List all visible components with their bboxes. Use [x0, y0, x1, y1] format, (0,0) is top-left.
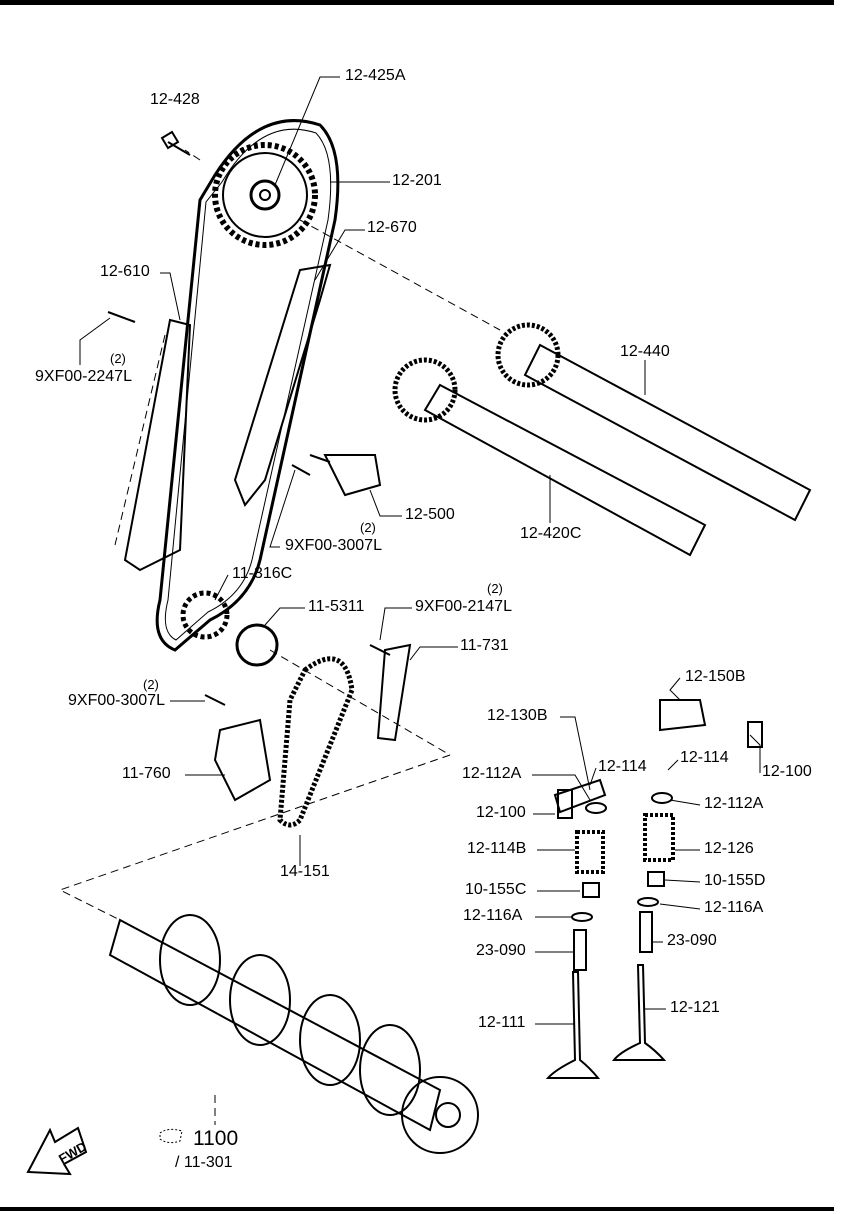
label-12-500: 12-500	[405, 506, 455, 523]
label-12-116A-right: 12-116A	[704, 899, 764, 916]
chain-guide-right	[233, 263, 332, 507]
bolt-icon-1100	[159, 1128, 183, 1144]
label-12-100-left: 12-100	[476, 804, 526, 821]
label-9XF00-2147L: 9XF00-2147L	[415, 598, 512, 615]
label-12-420C: 12-420C	[520, 525, 582, 542]
label-12-130B: 12-130B	[487, 707, 548, 724]
label-9XF00-2247L: 9XF00-2247L	[35, 368, 132, 385]
label-9XF00-3007L-a: 9XF00-3007L	[285, 537, 382, 554]
label-1100: 1100	[193, 1127, 239, 1150]
cam-sprocket	[212, 142, 318, 248]
tensioner-arm-11-731	[376, 643, 412, 742]
label-12-121: 12-121	[670, 999, 720, 1016]
label-12-114-right: 12-114	[680, 749, 729, 766]
label-12-150B: 12-150B	[685, 668, 746, 685]
timing-chain-upper	[155, 119, 340, 652]
label-12-114-left: 12-114	[598, 758, 647, 775]
label-12-201: 12-201	[392, 172, 442, 189]
label-10-155C: 10-155C	[465, 881, 527, 898]
label-12-112A-left: 12-112A	[462, 765, 522, 782]
qty-9XF00-2247L: (2)	[110, 351, 126, 366]
camshaft-12-420C	[392, 357, 707, 557]
tensioner-11-760	[213, 718, 272, 802]
label-12-112A-right: 12-112A	[704, 795, 764, 812]
label-11-5311: 11-5311	[308, 598, 365, 615]
valve-12-111	[545, 971, 601, 1079]
lash-adjuster-12-150B	[659, 699, 707, 732]
valve-guide-right	[639, 911, 653, 953]
label-14-151: 14-151	[280, 863, 330, 880]
lash-12-100-right	[747, 721, 763, 748]
chain-guide-left	[123, 318, 192, 572]
label-11-731: 11-731	[460, 637, 509, 654]
label-12-100-right: 12-100	[762, 763, 812, 780]
tensioner-12-500	[323, 454, 382, 497]
spring-12-114B	[575, 830, 605, 874]
camshaft-12-440	[495, 322, 812, 522]
label-11-316C: 11-316C	[232, 565, 293, 582]
label-23-090-right: 23-090	[667, 932, 717, 949]
label-12-440: 12-440	[620, 343, 670, 360]
top-border	[0, 0, 834, 5]
label-12-428: 12-428	[150, 91, 200, 108]
label-12-610: 12-610	[100, 263, 150, 280]
qty-9XF00-3007L-a: (2)	[360, 520, 376, 535]
fwd-arrow-icon	[26, 1126, 88, 1176]
sprocket-11-5311	[235, 623, 279, 667]
label-12-116A-left: 12-116A	[463, 907, 523, 924]
bolts	[107, 130, 391, 706]
label-12-670: 12-670	[367, 219, 417, 236]
label-10-155D: 10-155D	[704, 872, 766, 889]
label-12-111: 12-111	[478, 1014, 526, 1031]
crankshaft-11-301	[108, 914, 479, 1154]
qty-9XF00-3007L-b: (2)	[143, 677, 159, 692]
label-12-114B: 12-114B	[467, 840, 527, 857]
label-11-301: / 11-301	[175, 1154, 233, 1171]
label-12-425A: 12-425A	[345, 67, 406, 84]
qty-9XF00-2147L: (2)	[487, 581, 503, 596]
valve-12-121	[611, 964, 667, 1061]
bottom-border	[0, 1207, 834, 1211]
label-12-126: 12-126	[704, 840, 754, 857]
label-9XF00-3007L-b: 9XF00-3007L	[68, 692, 165, 709]
sprocket-11-316C	[180, 590, 230, 640]
rocker-12-130B	[553, 778, 607, 814]
label-11-760: 11-760	[122, 765, 171, 782]
valve-guide-left	[573, 929, 587, 971]
spring-12-126	[643, 813, 675, 862]
chain-14-151	[277, 656, 355, 828]
lash-12-100-left	[557, 789, 573, 819]
label-23-090-left: 23-090	[476, 942, 526, 959]
